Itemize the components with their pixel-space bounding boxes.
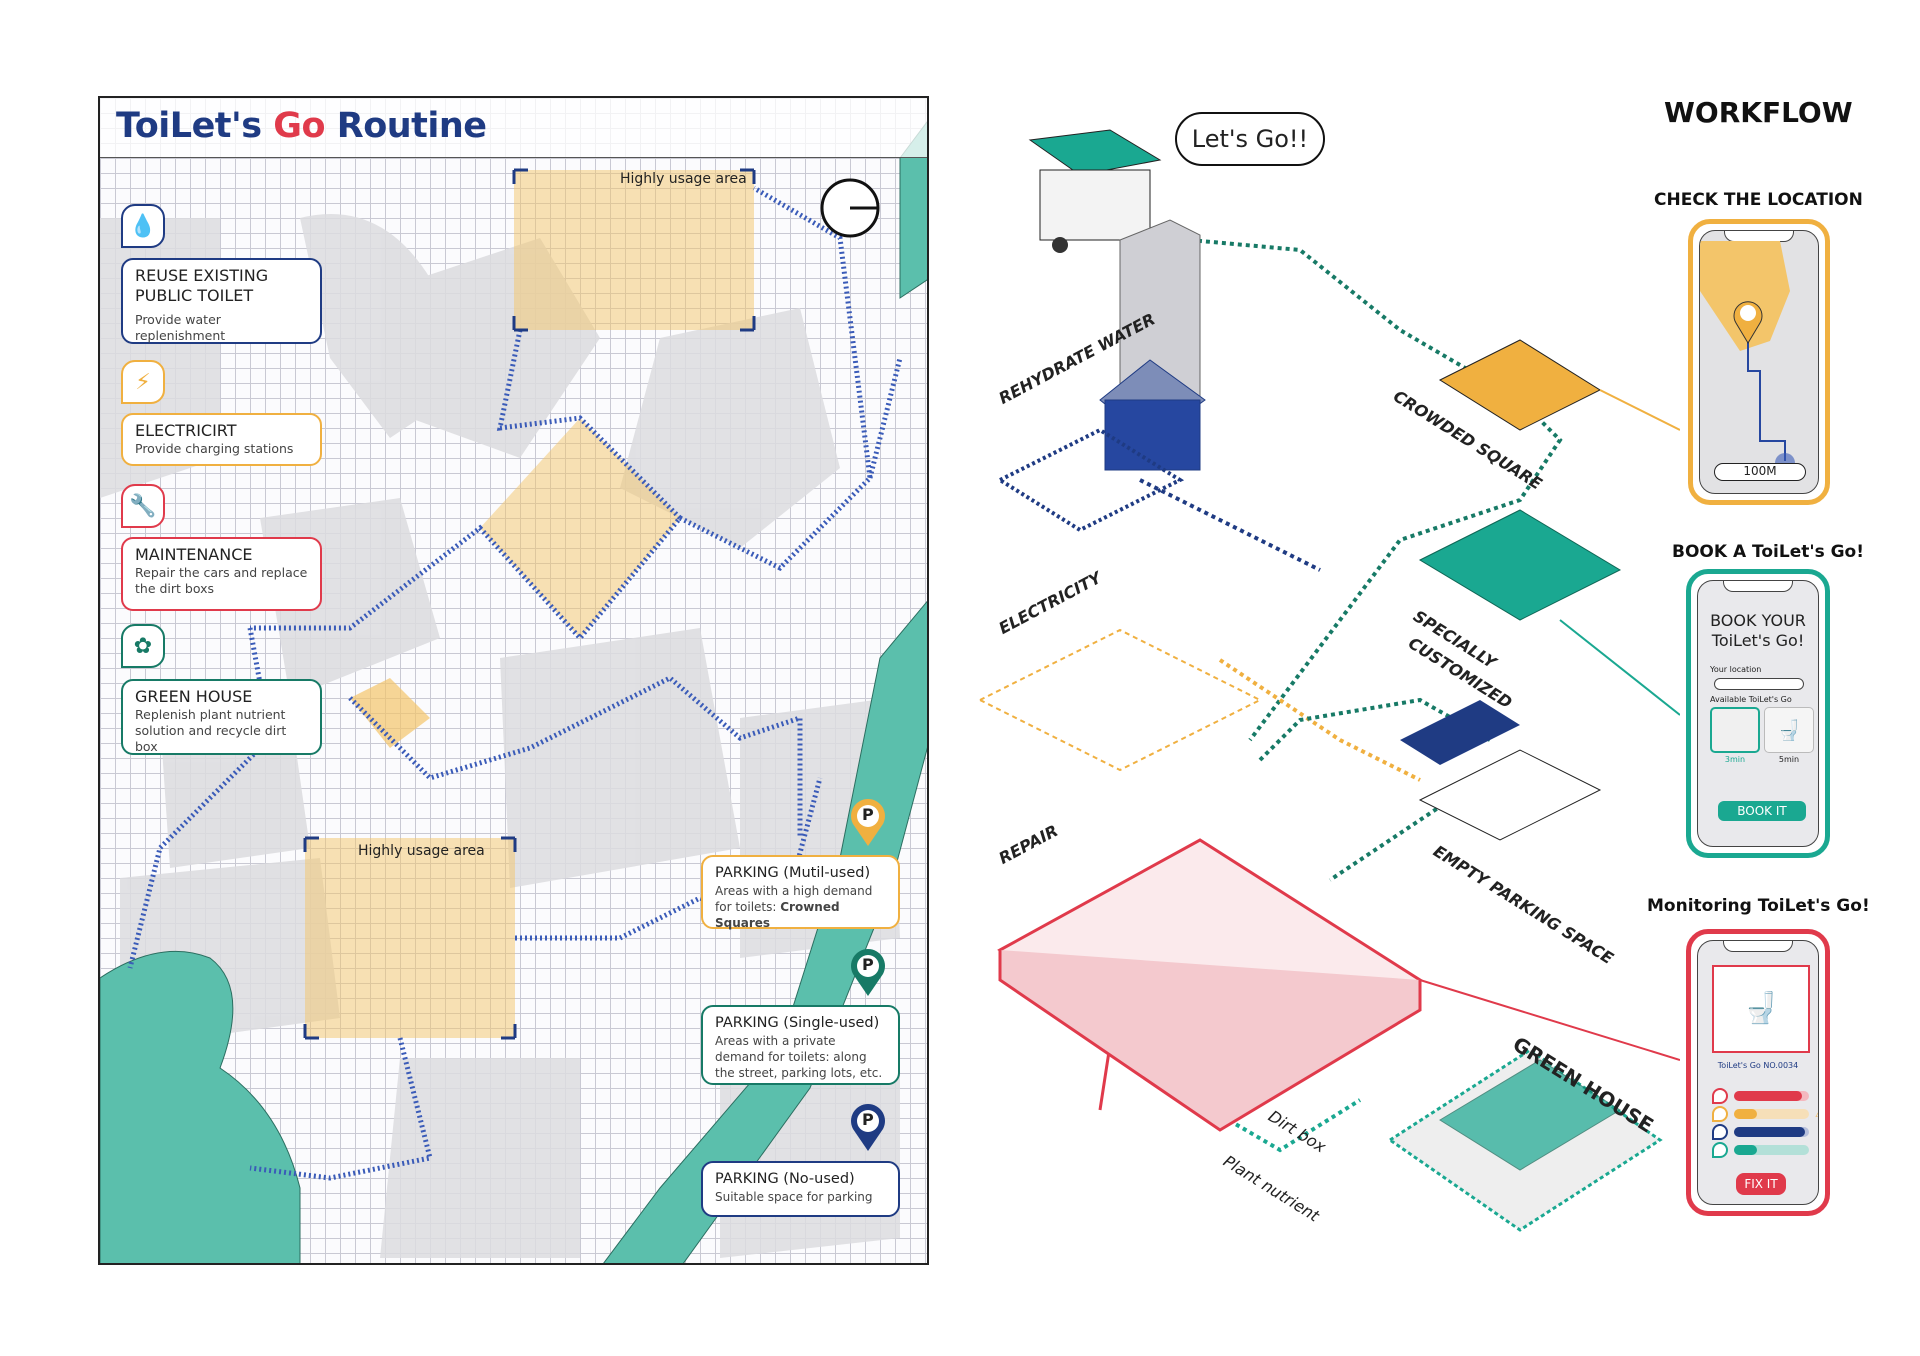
status-bar-green-house: [1712, 1142, 1809, 1158]
bar-fill: [1734, 1109, 1757, 1119]
legend-electricity: ELECTRICIRT Provide charging stations: [121, 413, 322, 466]
speech-bubble: Let's Go!!: [1175, 112, 1325, 166]
toilet-cart-main: [1028, 129, 1162, 253]
legend-title: MAINTENANCE: [135, 545, 253, 564]
legend-parking-none: PARKING (No-used) Suitable space for par…: [701, 1161, 900, 1217]
legend-title: REUSE EXISTING PUBLIC TOILET: [135, 266, 269, 305]
toilet-cart-icon: 🚽: [1776, 718, 1802, 742]
book-heading: BOOK A ToiLet's Go!: [1672, 542, 1864, 562]
check-location-phone: 100M: [1688, 219, 1830, 505]
status-bar-electricity: ⚠: [1712, 1106, 1818, 1122]
legend-desc: Areas with a private demand for toilets:…: [715, 1034, 883, 1080]
legend-title: PARKING (Mutil-used): [715, 865, 871, 881]
routine-map: ToiLet's Go Routine Highly usage area Hi…: [98, 96, 929, 1265]
bar-track: [1734, 1127, 1809, 1137]
location-input[interactable]: [1714, 678, 1804, 690]
title-go: Go: [273, 106, 326, 146]
legend-desc: Suitable space for parking: [715, 1190, 873, 1204]
workflow-illustration: [977, 129, 1680, 1232]
maintenance-icon: [1712, 1124, 1728, 1140]
bar-track: [1734, 1109, 1809, 1119]
green-house-icon: ✿: [121, 624, 165, 668]
legend-title: PARKING (No-used): [715, 1171, 855, 1187]
monitor-heading: Monitoring ToiLet's Go!: [1647, 896, 1870, 916]
map-title: ToiLet's Go Routine: [116, 106, 487, 146]
wrench-icon: 🔧: [121, 484, 165, 528]
phone-map: [1700, 241, 1795, 473]
available-label: Available ToiLet's Go: [1710, 695, 1792, 704]
water-drop-icon: 💧: [121, 204, 165, 248]
book-title-line: ToiLet's Go!: [1711, 631, 1805, 650]
option-time: 5min: [1778, 755, 1800, 764]
legend-desc: Provide water replenishment: [135, 312, 226, 343]
bar-fill: [1734, 1091, 1802, 1101]
toilet-cart-image: 🚽: [1712, 965, 1810, 1053]
pin-letter: P: [862, 955, 874, 974]
option-time: 3min: [1724, 755, 1746, 764]
bar-track: [1734, 1091, 1809, 1101]
legend-desc: Provide charging stations: [135, 441, 294, 456]
parking-pin-multi-icon: [851, 799, 885, 846]
legend-desc: Repair the cars and replace the dirt box…: [135, 565, 308, 596]
warning-icon: ⚠: [1815, 1109, 1818, 1120]
fix-it-button[interactable]: FIX IT: [1736, 1173, 1786, 1195]
lightning-icon: ⚡: [121, 360, 165, 404]
parking-pin-single-icon: [851, 949, 885, 996]
area-label-bottom: Highly usage area: [358, 843, 485, 859]
water-icon: [1712, 1088, 1728, 1104]
legend-green-house: GREEN HOUSE Replenish plant nutrient sol…: [121, 679, 322, 755]
green-house-icon: [1712, 1142, 1728, 1158]
pin-letter: P: [862, 1110, 874, 1129]
area-label-top: Highly usage area: [620, 171, 747, 187]
status-bar-maintenance: [1712, 1124, 1809, 1140]
legend-title: GREEN HOUSE: [135, 687, 253, 706]
legend-desc: Areas with a high demand for toilets:: [715, 884, 873, 914]
location-label: Your location: [1710, 665, 1762, 674]
title-part: Routine: [325, 106, 487, 146]
legend-title: PARKING (Single-used): [715, 1015, 880, 1031]
distance-readout: 100M: [1714, 463, 1806, 481]
book-title-line: BOOK YOUR: [1710, 611, 1806, 630]
title-part: ToiLet's: [116, 106, 274, 146]
monitor-phone: 🚽 ToiLet's Go NO.0034 ⚠ FIX IT: [1686, 929, 1830, 1216]
electricity-icon: [1712, 1106, 1728, 1122]
parking-pin-none-icon: [851, 1104, 885, 1151]
legend-title: ELECTRICIRT: [135, 421, 237, 440]
toilet-option-1[interactable]: [1710, 707, 1760, 753]
bar-fill: [1734, 1127, 1806, 1137]
legend-desc: Replenish plant nutrient solution and re…: [135, 707, 287, 754]
legend-parking-multi: PARKING (Mutil-used) Areas with a high d…: [701, 855, 900, 930]
map-title-bar: ToiLet's Go Routine: [100, 98, 927, 158]
pin-letter: P: [862, 805, 874, 824]
bar-track: [1734, 1145, 1809, 1155]
check-location-heading: CHECK THE LOCATION: [1654, 190, 1863, 210]
book-it-button[interactable]: BOOK IT: [1718, 801, 1806, 821]
legend-desc-bold: Crowned Squares: [715, 900, 840, 930]
legend-maintenance: MAINTENANCE Repair the cars and replace …: [121, 537, 322, 611]
workflow-title: WORKFLOW: [1664, 96, 1853, 129]
status-bar-water: [1712, 1088, 1809, 1104]
legend-parking-single: PARKING (Single-used) Areas with a priva…: [701, 1005, 900, 1085]
unit-id: ToiLet's Go NO.0034: [1717, 1061, 1799, 1070]
toilet-option-2[interactable]: 🚽: [1764, 707, 1814, 753]
bar-fill: [1734, 1145, 1757, 1155]
legend-reuse-toilet: REUSE EXISTING PUBLIC TOILET Provide wat…: [121, 258, 322, 344]
